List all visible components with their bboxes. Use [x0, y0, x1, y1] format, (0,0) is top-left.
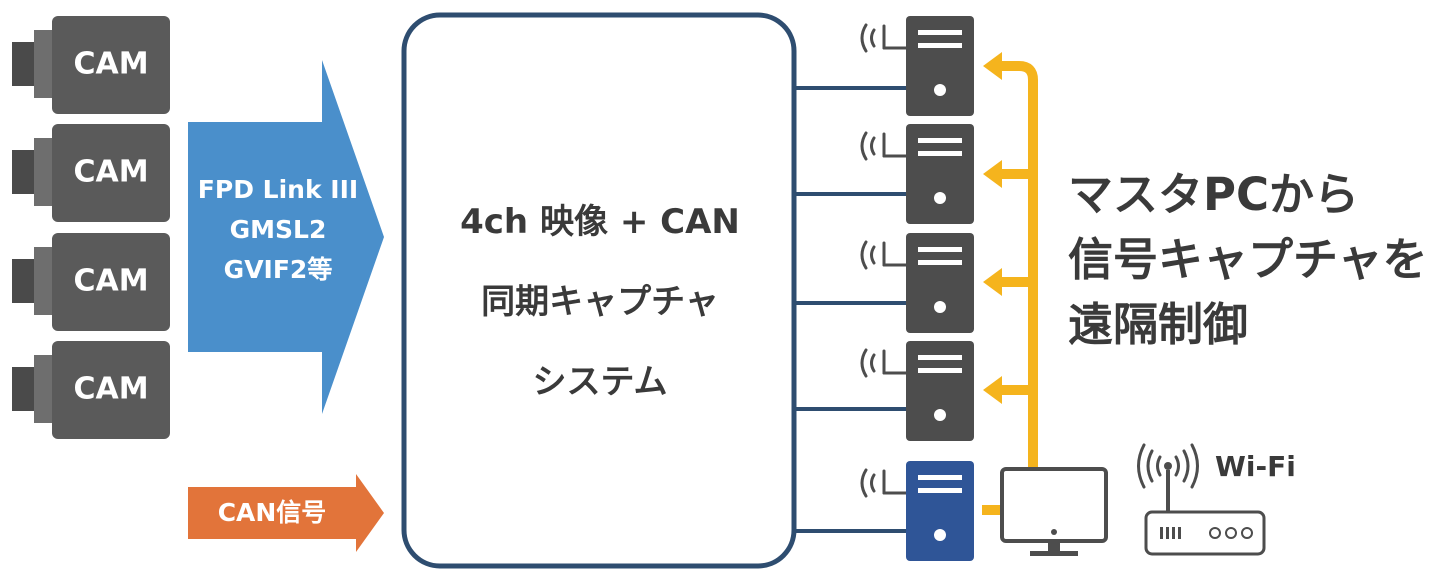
camera-3: CAM [12, 233, 170, 331]
video-interface-arrow [188, 60, 384, 414]
wireless-signal-icon [860, 240, 908, 270]
camera-mount-icon [34, 30, 56, 98]
camera-body-icon [52, 124, 170, 222]
capture-system-box [401, 12, 797, 569]
camera-1: CAM [12, 16, 170, 114]
server-icon [906, 461, 974, 561]
camera-mount-icon [34, 355, 56, 423]
camera-label: CAM [73, 47, 148, 82]
remote-control-line-3: 遠隔制御 [1068, 298, 1248, 351]
capture-unit-4 [860, 341, 974, 441]
wireless-signal-icon [860, 348, 908, 378]
camera-body-icon [52, 341, 170, 439]
wifi-signal-icon [1137, 443, 1199, 489]
camera-lens-icon [12, 259, 34, 303]
camera-label: CAM [73, 372, 148, 407]
master-pc-monitor-icon [1000, 467, 1108, 556]
remote-control-line-1: マスタPCから [1068, 168, 1359, 221]
server-icon [906, 341, 974, 441]
unit-connection-lines [794, 86, 906, 533]
camera-mount-icon [34, 247, 56, 315]
can-signal-label: CAN信号 [218, 498, 327, 527]
control-bus-arrowheads [983, 52, 1002, 404]
capture-unit-2 [860, 124, 974, 224]
camera-lens-icon [12, 42, 34, 86]
control-bus [982, 61, 1038, 515]
router-icon [1144, 510, 1266, 556]
camera-label: CAM [73, 155, 148, 190]
camera-mount-icon [34, 138, 56, 206]
capture-system-line-3: システム [533, 362, 668, 402]
server-icon [906, 16, 974, 116]
camera-lens-icon [12, 150, 34, 194]
camera-body-icon [52, 233, 170, 331]
video-interface-line-2: GMSL2 [230, 215, 327, 244]
can-signal-arrow [188, 474, 384, 552]
capture-system-line-1: 4ch 映像 + CAN [460, 202, 740, 242]
wireless-signal-icon [860, 131, 908, 161]
camera-2: CAM [12, 124, 170, 222]
wifi-antenna-tip-icon [1164, 462, 1172, 470]
capture-unit-1 [860, 16, 974, 116]
capture-system-line-2: 同期キャプチャ [481, 282, 719, 322]
capture-unit-3 [860, 233, 974, 333]
video-interface-line-1: FPD Link III [198, 175, 358, 204]
server-icon [906, 233, 974, 333]
camera-4: CAM [12, 341, 170, 439]
remote-control-line-2: 信号キャプチャを [1068, 233, 1428, 286]
video-interface-line-3: GVIF2等 [224, 255, 333, 284]
camera-body-icon [52, 16, 170, 114]
wifi-label: Wi-Fi [1215, 450, 1296, 483]
master-capture-unit [860, 461, 974, 561]
server-icon [906, 124, 974, 224]
wireless-signal-icon [860, 23, 908, 53]
camera-label: CAM [73, 264, 148, 299]
camera-lens-icon [12, 367, 34, 411]
wireless-signal-icon [860, 468, 908, 498]
